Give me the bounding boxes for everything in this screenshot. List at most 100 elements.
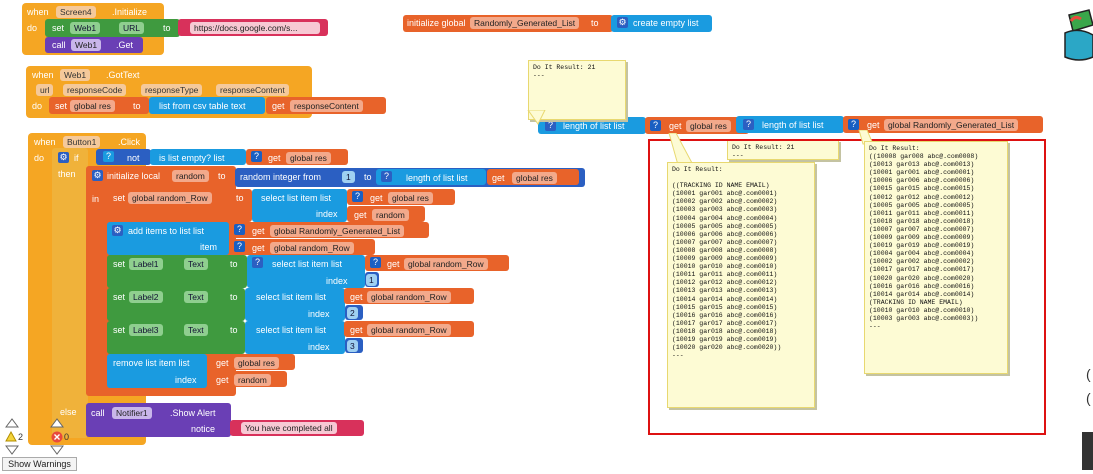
to-label: to: [133, 101, 141, 111]
get-label: get: [216, 358, 229, 368]
list-from-csv-block[interactable]: [149, 97, 265, 114]
gear-icon[interactable]: ?: [251, 151, 262, 162]
create-empty-list-block[interactable]: [611, 15, 712, 32]
label3-dropdown[interactable]: Label3: [129, 324, 163, 336]
response-content-var[interactable]: responseContent: [290, 100, 363, 112]
set-web1-url-block[interactable]: [45, 19, 180, 37]
select-list-item-block[interactable]: [247, 255, 365, 288]
global-res-var[interactable]: global res: [686, 120, 731, 132]
when-label: when: [34, 137, 56, 147]
select-list-item-block[interactable]: [245, 321, 345, 354]
gear-icon[interactable]: ?: [352, 191, 363, 202]
from-value[interactable]: 1: [342, 171, 355, 183]
button1-dropdown[interactable]: Button1: [63, 136, 101, 148]
text-property-dropdown[interactable]: Text: [184, 258, 208, 270]
get-label: get: [350, 325, 363, 335]
gear-icon[interactable]: ?: [848, 119, 859, 130]
gear-icon[interactable]: ⚙: [112, 225, 123, 236]
arrow-down-icon[interactable]: [5, 445, 19, 455]
param-response-code[interactable]: responseCode: [63, 84, 127, 96]
gear-icon[interactable]: ⚙: [617, 17, 628, 28]
index-label: index: [308, 309, 330, 319]
text-property-dropdown[interactable]: Text: [184, 324, 208, 336]
web1-call-dropdown[interactable]: Web1: [71, 39, 102, 51]
global-random-row-var[interactable]: global random_Row: [128, 192, 212, 204]
length-of-list-block[interactable]: [376, 169, 486, 185]
gear-icon[interactable]: ?: [743, 119, 754, 130]
set-label3-text-block[interactable]: [107, 321, 245, 354]
edge-glyph: (: [1086, 390, 1091, 406]
global-res-var[interactable]: global res: [234, 357, 279, 369]
show-warnings-button[interactable]: Show Warnings: [2, 457, 77, 471]
global-res-dropdown[interactable]: global res: [70, 100, 115, 112]
random-var-name[interactable]: random: [172, 170, 209, 182]
global-random-row-var[interactable]: global random_Row: [367, 324, 451, 336]
initialize-event-label: .Initialize: [112, 7, 148, 17]
label2-dropdown[interactable]: Label2: [129, 291, 163, 303]
gear-icon[interactable]: ?: [370, 257, 381, 268]
param-url[interactable]: url: [36, 84, 54, 96]
global-random-row-var[interactable]: global random_Row: [404, 258, 488, 270]
length-of-list-res-block[interactable]: [538, 117, 646, 134]
do-it-result-note-left: Do It Result: ((TRACKING ID NAME EMAIL) …: [667, 162, 815, 408]
notice-string-value[interactable]: You have completed all: [241, 422, 337, 434]
gear-icon[interactable]: ?: [381, 171, 392, 182]
arrow-up-icon[interactable]: [50, 418, 64, 428]
index-value[interactable]: 1: [366, 274, 377, 286]
set-label1-text-block[interactable]: [107, 255, 247, 288]
notifier1-dropdown[interactable]: Notifier1: [112, 407, 152, 419]
set-label: set: [113, 259, 126, 269]
set-label2-text-block[interactable]: [107, 288, 245, 321]
global-var-name[interactable]: Randomly_Generated_List: [470, 17, 580, 29]
arrow-down-icon[interactable]: [50, 445, 64, 455]
gear-icon[interactable]: ?: [650, 120, 661, 131]
arrow-up-icon[interactable]: [5, 418, 19, 428]
global-res-var[interactable]: global res: [388, 192, 433, 204]
select-list-item-label: select list item list: [256, 292, 327, 302]
is-list-empty-block[interactable]: [150, 149, 246, 165]
index-value[interactable]: 2: [347, 307, 358, 319]
set-label: set: [113, 193, 126, 203]
add-items-to-list-block[interactable]: [107, 222, 229, 255]
index-value[interactable]: 3: [347, 340, 358, 352]
url-string-value[interactable]: https://docs.google.com/s...: [190, 22, 320, 34]
call-notifier-show-alert-block[interactable]: [86, 403, 231, 437]
length-of-list-label: length of list list: [406, 173, 468, 183]
select-list-item-block[interactable]: [245, 288, 345, 321]
create-empty-list-label: create empty list: [633, 18, 699, 28]
trash-icon[interactable]: [1082, 432, 1093, 470]
gear-icon[interactable]: ?: [234, 241, 245, 252]
gear-icon[interactable]: ⚙: [58, 152, 69, 163]
gear-icon[interactable]: ?: [252, 257, 263, 268]
global-rgl-var[interactable]: global Randomly_Generated_List: [884, 119, 1019, 131]
select-list-item-block[interactable]: [252, 189, 347, 222]
global-res-var[interactable]: global res: [512, 172, 557, 184]
global-res-var[interactable]: global res: [286, 152, 331, 164]
global-rgl-var[interactable]: global Randomly_Generated_List: [270, 225, 405, 237]
note-pointer: [527, 110, 546, 125]
gear-icon[interactable]: ?: [103, 151, 114, 162]
param-response-type[interactable]: responseType: [141, 84, 203, 96]
random-var[interactable]: random: [372, 209, 409, 221]
call-label: call: [91, 408, 105, 418]
web1-dropdown[interactable]: Web1: [70, 22, 101, 34]
set-label: set: [113, 325, 126, 335]
url-property-dropdown[interactable]: URL: [119, 22, 145, 34]
param-response-content[interactable]: responseContent: [216, 84, 289, 96]
else-label: else: [60, 407, 77, 417]
global-random-row-var[interactable]: global random_Row: [367, 291, 451, 303]
random-var[interactable]: random: [234, 374, 271, 386]
gear-icon[interactable]: ⚙: [92, 170, 103, 181]
gear-icon[interactable]: ?: [234, 224, 245, 235]
text-property-dropdown[interactable]: Text: [184, 291, 208, 303]
web1-event-dropdown[interactable]: Web1: [60, 69, 91, 81]
label1-dropdown[interactable]: Label1: [129, 258, 163, 270]
highlight-box: [648, 139, 1046, 435]
gear-icon[interactable]: ?: [545, 120, 556, 131]
screen4-dropdown[interactable]: Screen4: [56, 6, 96, 18]
length-of-list-rgl-block[interactable]: [736, 116, 844, 133]
remove-list-item-block[interactable]: [107, 354, 207, 388]
if-block[interactable]: [52, 148, 88, 438]
to-label: to: [230, 259, 238, 269]
global-random-row-var[interactable]: global random_Row: [270, 242, 354, 254]
